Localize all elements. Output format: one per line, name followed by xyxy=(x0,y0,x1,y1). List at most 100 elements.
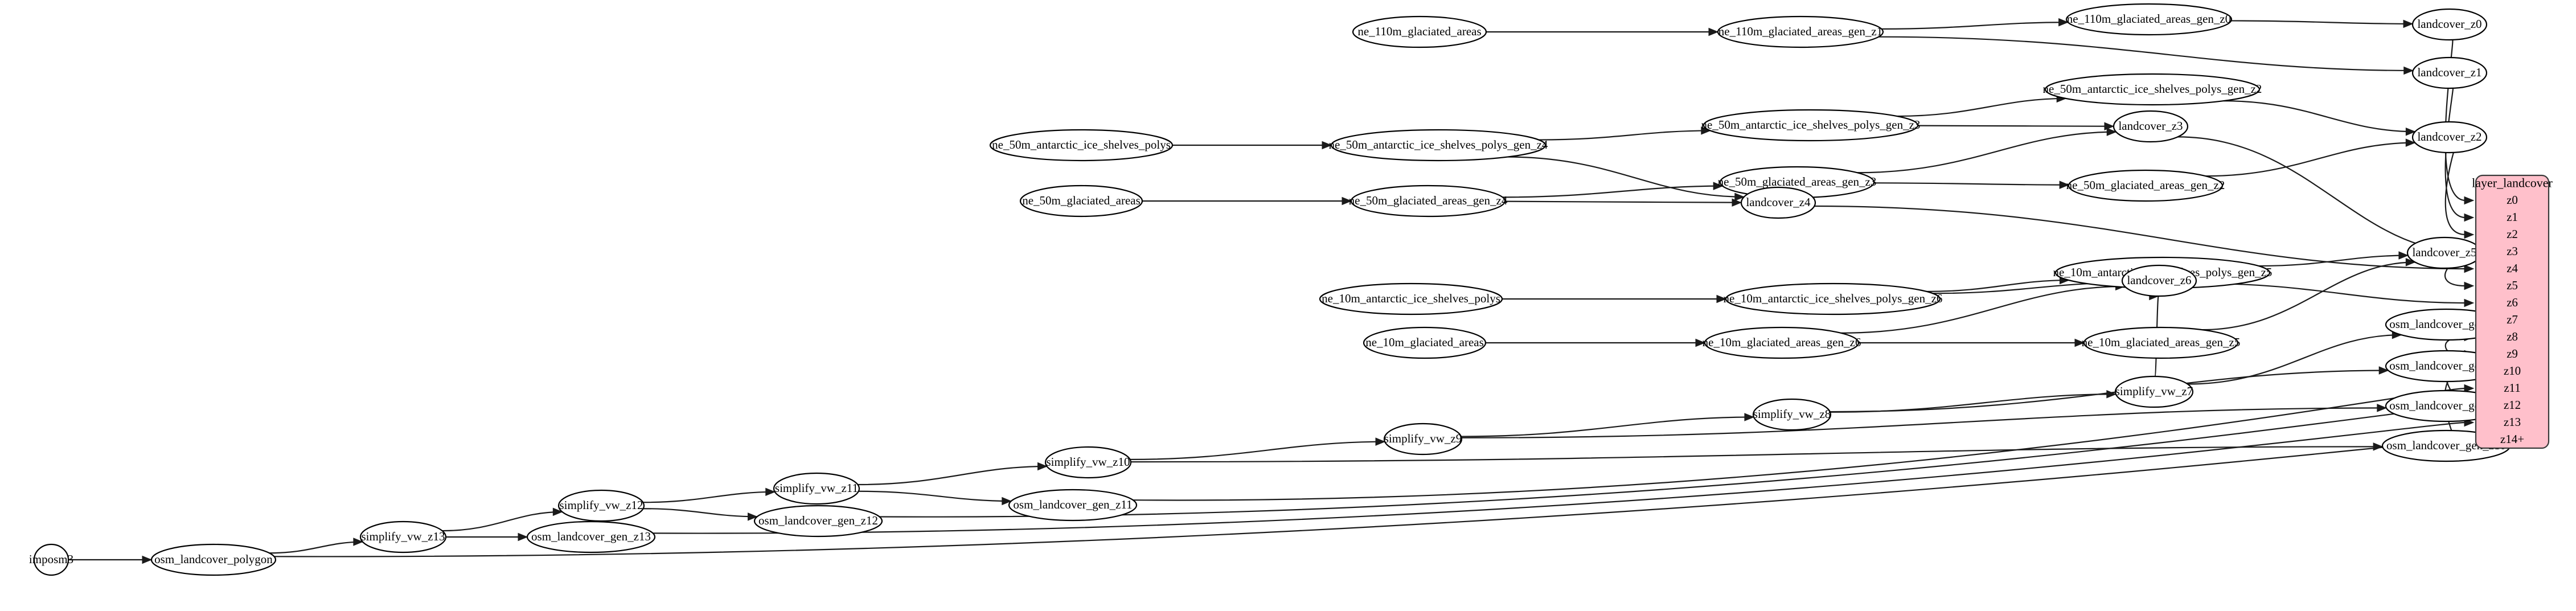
graph-node-landcover_z4[interactable]: landcover_z4 xyxy=(1740,186,1816,219)
graph-node-landcover_z1[interactable]: landcover_z1 xyxy=(2411,56,2488,89)
node-label: ne_50m_antarctic_ice_shelves_polys_gen_z… xyxy=(2043,82,2262,96)
graph-node-ne_110m_glaciated_areas_gen_z1[interactable]: ne_110m_glaciated_areas_gen_z1 xyxy=(1717,15,1884,48)
graph-node-ne_110m_glaciated_areas_gen_z0[interactable]: ne_110m_glaciated_areas_gen_z0 xyxy=(2065,3,2233,36)
graph-edge xyxy=(1841,285,2125,334)
table-cell-label: z11 xyxy=(2504,381,2521,395)
table-cell-label: z1 xyxy=(2507,210,2518,224)
node-ellipse xyxy=(150,543,277,576)
table-cell-label: z0 xyxy=(2507,193,2518,207)
graph-node-simplify_vw_z11[interactable]: simplify_vw_z11 xyxy=(773,472,860,505)
graph-node-landcover_z0[interactable]: landcover_z0 xyxy=(2411,8,2488,41)
graph-node-simplify_vw_z10[interactable]: simplify_vw_z10 xyxy=(1044,446,1132,479)
node-ellipse xyxy=(1740,186,1816,219)
graph-edge xyxy=(2177,136,2466,253)
node-label: landcover_z3 xyxy=(2118,119,2183,133)
node-ellipse xyxy=(1703,109,1919,142)
graph-node-simplify_vw_z9[interactable]: simplify_vw_z9 xyxy=(1383,423,1463,456)
table-cell-label: z10 xyxy=(2504,364,2521,378)
graph-node-simplify_vw_z13[interactable]: simplify_vw_z13 xyxy=(359,520,447,553)
graph-node-ne_10m_glaciated_areas_gen_z5[interactable]: ne_10m_glaciated_areas_gen_z5 xyxy=(2082,326,2241,359)
graph-node-simplify_vw_z7[interactable]: simplify_vw_z7 xyxy=(2114,375,2194,408)
node-ellipse xyxy=(1352,15,1487,48)
graph-node-ne_50m_antarctic_ice_shelves_polys_gen_z3[interactable]: ne_50m_antarctic_ice_shelves_polys_gen_z… xyxy=(1701,109,1921,142)
table-row-z9[interactable]: z9 xyxy=(2507,347,2518,360)
node-label: landcover_z2 xyxy=(2417,130,2481,143)
graph-node-ne_50m_glaciated_areas[interactable]: ne_50m_glaciated_areas xyxy=(1019,184,1143,218)
node-label: simplify_vw_z7 xyxy=(2115,384,2193,398)
graph-edge xyxy=(1830,370,2389,413)
table-row-z7[interactable]: z7 xyxy=(2507,313,2518,326)
graph-node-ne_50m_antarctic_ice_shelves_polys[interactable]: ne_50m_antarctic_ice_shelves_polys xyxy=(989,129,1174,162)
node-label: simplify_vw_z13 xyxy=(362,530,445,543)
table-row-z14+[interactable]: z14+ xyxy=(2500,432,2524,446)
graph-edge xyxy=(1502,185,1723,198)
graph-node-ne_10m_glaciated_areas[interactable]: ne_10m_glaciated_areas xyxy=(1363,326,1487,359)
table-cell-label: z7 xyxy=(2507,313,2518,326)
node-label: ne_50m_antarctic_ice_shelves_polys_gen_z… xyxy=(1329,138,1548,151)
graph-edge xyxy=(643,491,775,503)
table-row-z5[interactable]: z5 xyxy=(2507,278,2518,292)
table-row-z3[interactable]: z3 xyxy=(2507,244,2518,258)
node-label: osm_landcover_gen_z11 xyxy=(1013,498,1132,511)
node-label: ne_50m_glaciated_areas xyxy=(1022,194,1141,207)
table-row-z11[interactable]: z11 xyxy=(2504,381,2521,395)
table-cell-label: z2 xyxy=(2507,227,2518,241)
graph-edge xyxy=(1461,407,2386,438)
graph-node-osm_landcover_gen_z11[interactable]: osm_landcover_gen_z11 xyxy=(1008,489,1138,522)
table-row-z12[interactable]: z12 xyxy=(2504,398,2521,412)
graph-edge xyxy=(1926,279,2069,293)
graph-node-landcover_z6[interactable]: landcover_z6 xyxy=(2121,264,2197,297)
graph-edge xyxy=(269,541,363,554)
graph-node-ne_50m_glaciated_areas_gen_z4[interactable]: ne_50m_glaciated_areas_gen_z4 xyxy=(1349,184,1508,218)
graph-node-simplify_vw_z12[interactable]: simplify_vw_z12 xyxy=(557,489,645,522)
table-cell-label: z3 xyxy=(2507,244,2518,258)
table-row-z2[interactable]: z2 xyxy=(2507,227,2518,241)
graph-node-landcover_z2[interactable]: landcover_z2 xyxy=(2411,121,2488,154)
node-label: ne_50m_glaciated_areas_gen_z2 xyxy=(2066,178,2225,192)
graph-node-landcover_z3[interactable]: landcover_z3 xyxy=(2113,110,2189,143)
graph-edge xyxy=(858,490,1011,502)
node-ellipse xyxy=(2068,169,2224,202)
node-ellipse xyxy=(753,505,883,538)
node-label: landcover_z6 xyxy=(2127,273,2191,287)
graph-node-imposm3[interactable]: imposm3 xyxy=(29,543,73,576)
node-label: ne_10m_glaciated_areas_gen_z5 xyxy=(2082,335,2241,349)
graph-node-ne_50m_antarctic_ice_shelves_polys_gen_z4[interactable]: ne_50m_antarctic_ice_shelves_polys_gen_z… xyxy=(1329,129,1548,162)
graph-edge xyxy=(643,508,757,518)
node-ellipse xyxy=(2411,121,2488,154)
table-row-z6[interactable]: z6 xyxy=(2507,296,2518,309)
node-ellipse xyxy=(2121,264,2197,297)
graph-node-ne_10m_antarctic_ice_shelves_polys_gen_z6[interactable]: ne_10m_antarctic_ice_shelves_polys_gen_z… xyxy=(1724,282,1943,315)
table-cell-label: z12 xyxy=(2504,398,2521,412)
table-cell-label: z9 xyxy=(2507,347,2518,360)
graph-edge xyxy=(442,511,563,532)
table-row-z4[interactable]: z4 xyxy=(2507,261,2518,275)
graph-node-ne_10m_antarctic_ice_shelves_polys[interactable]: ne_10m_antarctic_ice_shelves_polys xyxy=(1319,282,1503,315)
table-row-z0[interactable]: z0 xyxy=(2507,193,2518,207)
node-label: ne_110m_glaciated_areas_gen_z1 xyxy=(1718,24,1882,38)
table-row-z10[interactable]: z10 xyxy=(2504,364,2521,378)
graph-edge xyxy=(1814,205,2466,270)
table-row-z8[interactable]: z8 xyxy=(2507,330,2518,343)
node-label: osm_landcover_gen_z13 xyxy=(531,530,651,543)
graph-node-ne_110m_glaciated_areas[interactable]: ne_110m_glaciated_areas xyxy=(1352,15,1487,48)
graph-edge xyxy=(2231,20,2413,24)
node-label: ne_50m_glaciated_areas_gen_z3 xyxy=(1718,175,1877,188)
graph-edge xyxy=(2444,150,2466,236)
graph-edge xyxy=(1881,22,2068,30)
graph-node-simplify_vw_z8[interactable]: simplify_vw_z8 xyxy=(1752,398,1832,431)
graph-node-ne_10m_glaciated_areas_gen_z6[interactable]: ne_10m_glaciated_areas_gen_z6 xyxy=(1703,326,1861,359)
graph-node-osm_landcover_gen_z12[interactable]: osm_landcover_gen_z12 xyxy=(753,505,883,538)
graph-node-ne_50m_antarctic_ice_shelves_polys_gen_z2[interactable]: ne_50m_antarctic_ice_shelves_polys_gen_z… xyxy=(2043,73,2262,106)
table-row-z13[interactable]: z13 xyxy=(2504,415,2521,429)
node-ellipse xyxy=(2411,8,2488,41)
graph-node-osm_landcover_polygon[interactable]: osm_landcover_polygon xyxy=(150,543,277,576)
node-ellipse xyxy=(1350,184,1506,218)
graph-edge xyxy=(1897,97,2066,117)
graph-node-ne_50m_glaciated_areas_gen_z2[interactable]: ne_50m_glaciated_areas_gen_z2 xyxy=(2066,169,2225,202)
graph-node-osm_landcover_gen_z13[interactable]: osm_landcover_gen_z13 xyxy=(526,520,656,553)
table-row-z1[interactable]: z1 xyxy=(2507,210,2518,224)
node-label: osm_landcover_gen_z12 xyxy=(758,514,878,527)
node-ellipse xyxy=(2083,326,2239,359)
graph-node-landcover_z5[interactable]: landcover_z5 xyxy=(2406,236,2483,269)
